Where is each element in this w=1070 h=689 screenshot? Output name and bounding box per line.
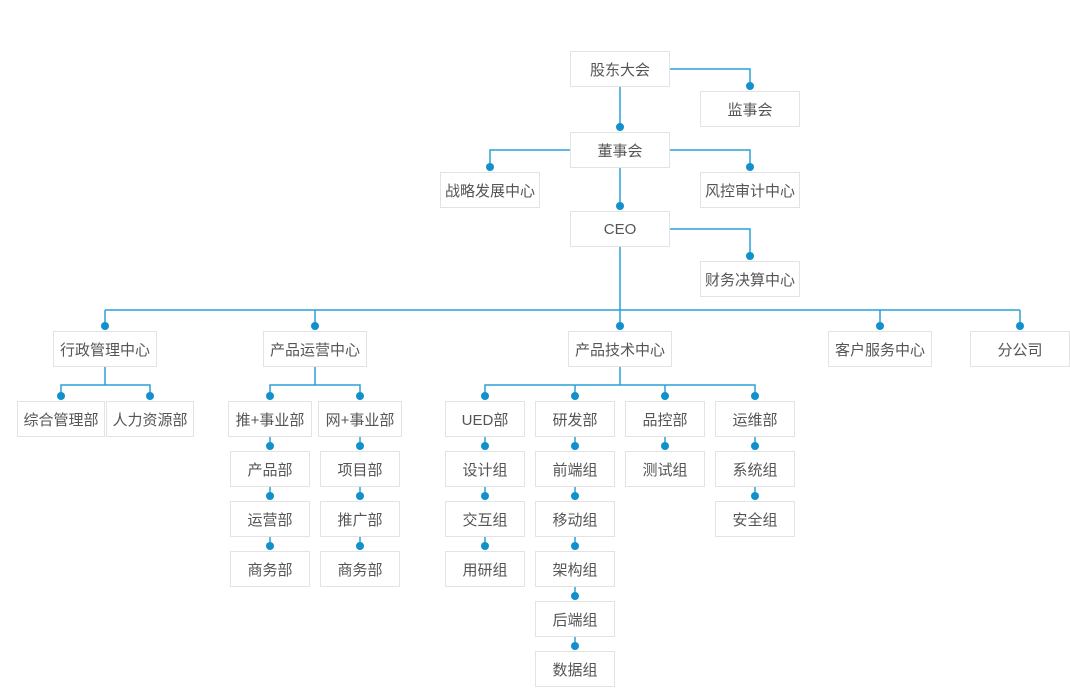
node-branch-company: 分公司 xyxy=(970,331,1070,367)
node-mobile-group: 移动组 xyxy=(535,501,615,537)
node-user-research-group: 用研组 xyxy=(445,551,525,587)
node-tui-business-dept: 推+事业部 xyxy=(228,401,312,437)
node-frontend-group: 前端组 xyxy=(535,451,615,487)
node-data-group: 数据组 xyxy=(535,651,615,687)
node-wang-business-dept: 网+事业部 xyxy=(318,401,402,437)
node-customer-service-center: 客户服务中心 xyxy=(828,331,932,367)
node-architecture-group: 架构组 xyxy=(535,551,615,587)
node-product-operation-center: 产品运营中心 xyxy=(263,331,367,367)
node-operations-dept: 运营部 xyxy=(230,501,310,537)
node-business-dept-1: 商务部 xyxy=(230,551,310,587)
node-strategy-dev-center: 战略发展中心 xyxy=(440,172,540,208)
node-interaction-group: 交互组 xyxy=(445,501,525,537)
node-shareholders-meeting: 股东大会 xyxy=(570,51,670,87)
node-risk-audit-center: 风控审计中心 xyxy=(700,172,800,208)
node-project-dept: 项目部 xyxy=(320,451,400,487)
node-business-dept-2: 商务部 xyxy=(320,551,400,587)
node-rd-dept: 研发部 xyxy=(535,401,615,437)
node-ued-dept: UED部 xyxy=(445,401,525,437)
node-design-group: 设计组 xyxy=(445,451,525,487)
node-ops-dept: 运维部 xyxy=(715,401,795,437)
node-supervisory-board: 监事会 xyxy=(700,91,800,127)
node-hr-dept: 人力资源部 xyxy=(106,401,194,437)
node-board-of-directors: 董事会 xyxy=(570,132,670,168)
node-finance-center: 财务决算中心 xyxy=(700,261,800,297)
node-system-group: 系统组 xyxy=(715,451,795,487)
node-backend-group: 后端组 xyxy=(535,601,615,637)
node-product-tech-center: 产品技术中心 xyxy=(568,331,672,367)
node-qc-dept: 品控部 xyxy=(625,401,705,437)
node-security-group: 安全组 xyxy=(715,501,795,537)
node-test-group: 测试组 xyxy=(625,451,705,487)
node-promotion-dept: 推广部 xyxy=(320,501,400,537)
node-general-management-dept: 综合管理部 xyxy=(17,401,105,437)
node-ceo: CEO xyxy=(570,211,670,247)
node-product-dept: 产品部 xyxy=(230,451,310,487)
node-admin-center: 行政管理中心 xyxy=(53,331,157,367)
